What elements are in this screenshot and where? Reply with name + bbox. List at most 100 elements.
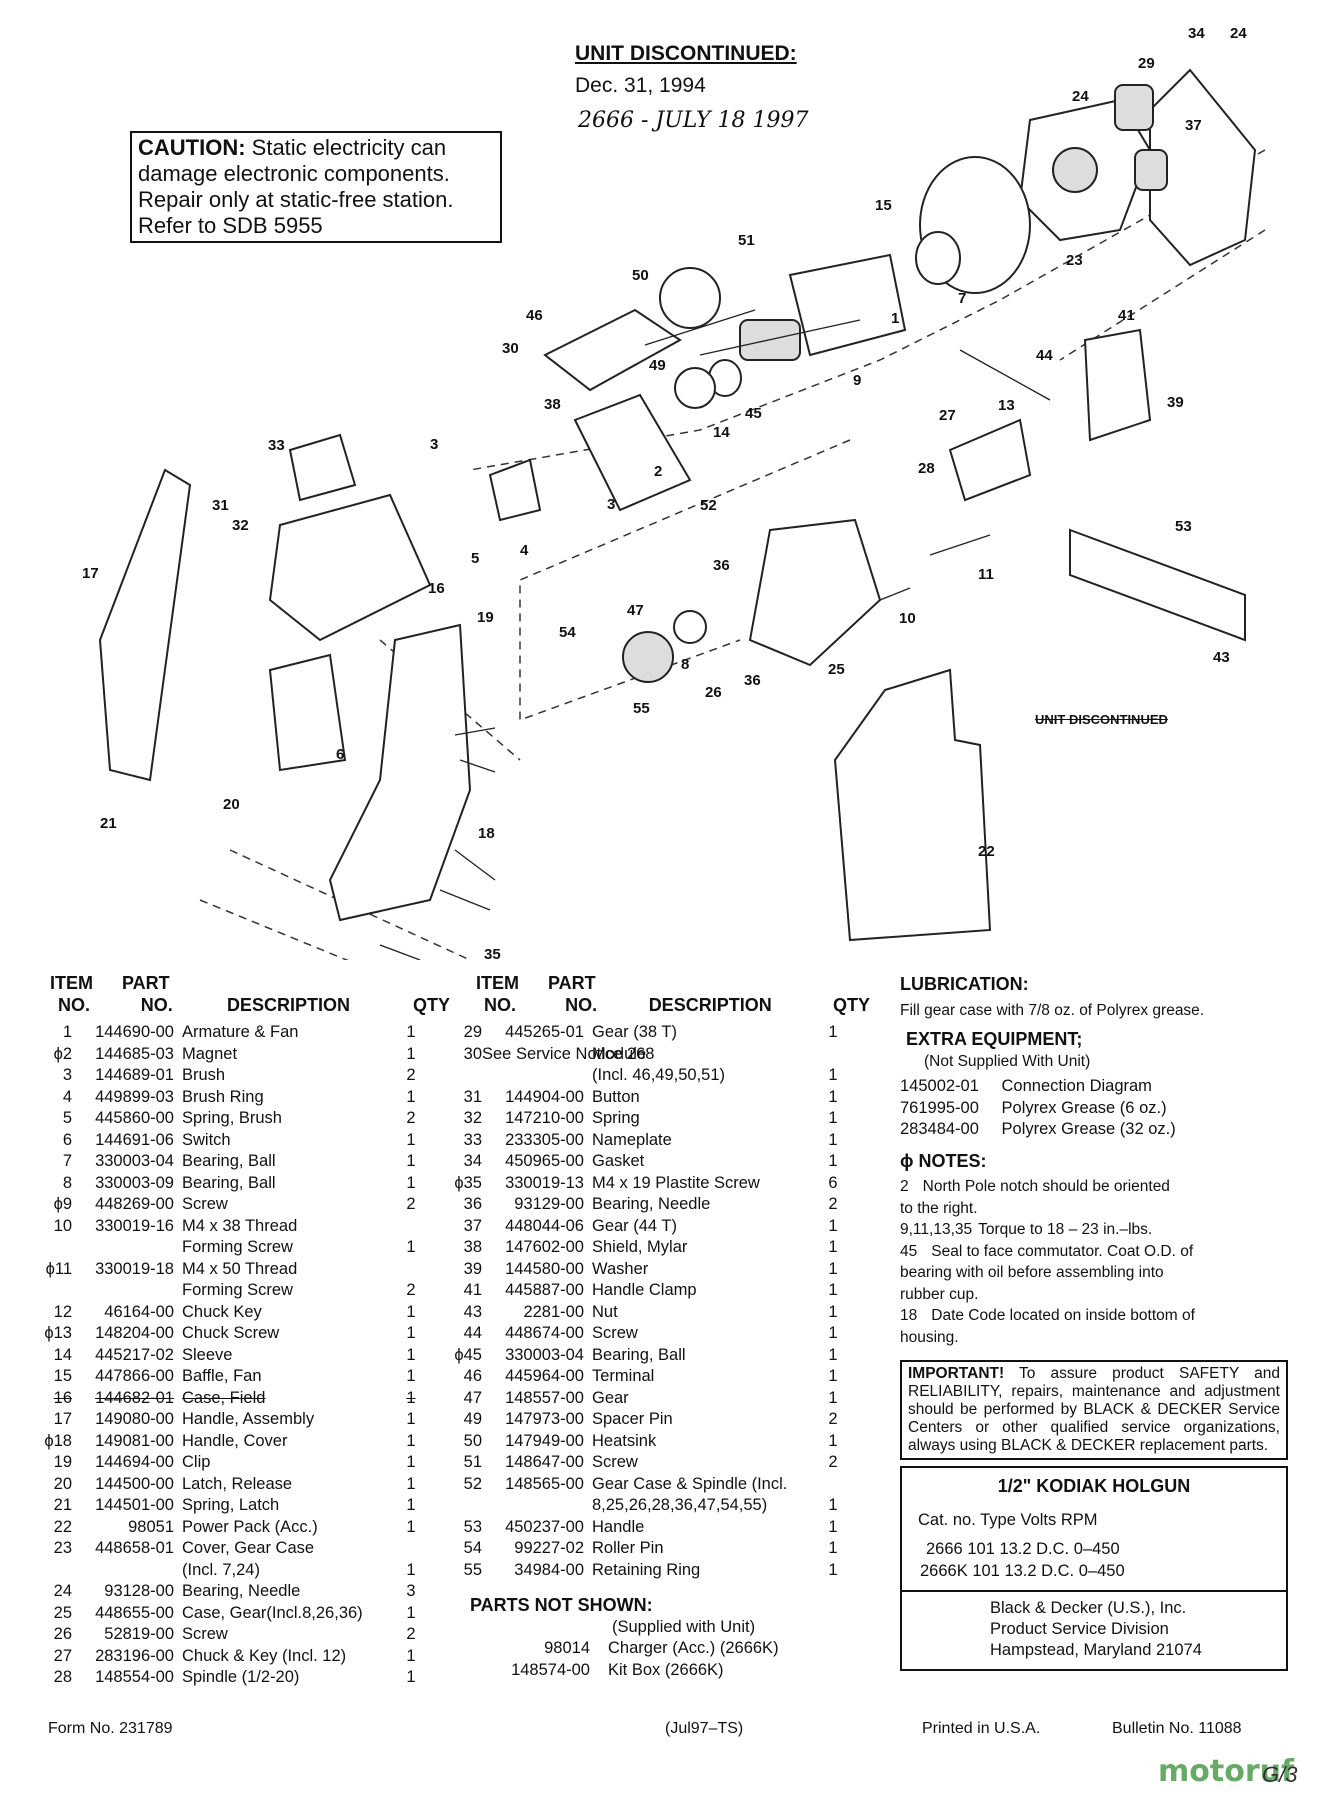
cell-item: 23	[53, 1539, 72, 1557]
cell-part: 330003-09	[95, 1173, 174, 1192]
cell-qty: 1	[406, 1474, 416, 1493]
callout-6: 6	[336, 746, 345, 763]
cell-part: 450237-00	[505, 1517, 584, 1536]
parts-not-shown-subtitle: (Supplied with Unit)	[612, 1617, 756, 1636]
cell-desc: Gasket	[592, 1152, 645, 1170]
callout-4: 4	[520, 542, 529, 559]
callout-46: 46	[526, 307, 543, 324]
cell-desc: M4 x 50 Thread	[182, 1259, 298, 1278]
cell-qty: 1	[828, 1023, 838, 1041]
cell-item: 22	[53, 1517, 72, 1536]
cell-desc: Nut	[592, 1302, 618, 1321]
gear-38t-shape	[1114, 84, 1154, 131]
cell-desc: Switch	[182, 1130, 231, 1149]
cell-part: 99227-02	[514, 1539, 584, 1557]
cell-qty: 1	[406, 1302, 416, 1321]
cell-qty: 1	[406, 1560, 416, 1579]
cell-part: 93128-00	[104, 1582, 174, 1600]
table2-header-no2: NO.	[565, 995, 598, 1015]
cell-desc: Handle	[592, 1517, 645, 1536]
cell-item	[30, 1237, 72, 1259]
cell-item: 7	[62, 1152, 72, 1170]
callout-31: 31	[212, 497, 229, 514]
cell-qty: 1	[406, 1345, 416, 1364]
cell-desc: Spacer Pin	[592, 1410, 673, 1428]
cell-qty: 1	[828, 1259, 838, 1278]
cell-part: 147973-00	[505, 1410, 584, 1428]
cell-part: 445265-01	[505, 1023, 584, 1041]
cell-part: 283196-00	[95, 1646, 174, 1665]
important-label: IMPORTANT!	[908, 1365, 1005, 1382]
cell-part: 448655-00	[95, 1603, 174, 1622]
table2-header-qty: QTY	[832, 995, 870, 1015]
switch-shape	[268, 653, 347, 772]
cell-part: 445860-00	[95, 1109, 174, 1127]
cell-item: ϕ35	[454, 1173, 482, 1192]
cell-item: 26	[53, 1625, 72, 1643]
callout-19: 19	[477, 609, 494, 626]
callout-22: 22	[978, 843, 995, 860]
cell-part	[72, 1280, 182, 1302]
cell-part: 445217-02	[95, 1345, 174, 1364]
cell-desc: Gear (38 T)	[592, 1023, 677, 1041]
cell-desc: Roller Pin	[592, 1539, 664, 1557]
cell-qty	[394, 1538, 428, 1560]
cell-desc: Nameplate	[592, 1130, 672, 1149]
right-column: LUBRICATION: Fill gear case with 7/8 oz.…	[900, 974, 1290, 1671]
cell-qty: 1	[406, 1431, 416, 1450]
page-mark: G/3	[1262, 1762, 1298, 1787]
cell-qty: 1	[828, 1388, 838, 1407]
cell-item: ϕ9	[53, 1195, 72, 1213]
cell-item: 24	[53, 1582, 72, 1600]
armature-shape	[788, 253, 907, 357]
cell-desc: Brush Ring	[182, 1087, 264, 1106]
cell-qty: 1	[828, 1130, 838, 1149]
callout-30: 30	[502, 340, 519, 357]
table2-header-desc: DESCRIPTION	[648, 995, 772, 1015]
cell-qty: 2	[406, 1109, 416, 1127]
cell-qty	[816, 1044, 850, 1066]
cell-item: ϕ11	[45, 1259, 72, 1278]
cell-qty: 1	[406, 1388, 416, 1407]
cell-part: 98051	[128, 1517, 174, 1536]
callout-9: 9	[853, 372, 862, 389]
cell-qty: 1	[828, 1560, 838, 1579]
cell-part	[72, 1237, 182, 1259]
magnet-shape	[573, 393, 692, 512]
cell-item: 6	[62, 1130, 72, 1149]
cell-desc: Spindle (1/2-20)	[182, 1668, 300, 1686]
cell-part: See Service Notice 268	[482, 1044, 655, 1063]
cell-item: 20	[53, 1474, 72, 1493]
cell-qty: 1	[406, 1130, 416, 1149]
cell-item: 16	[53, 1388, 72, 1407]
cell-qty: 1	[406, 1367, 416, 1385]
handle-assembly-shape	[98, 468, 192, 782]
cell-item: ϕ45	[454, 1345, 482, 1364]
cell-item: 33	[463, 1130, 482, 1149]
cell-qty: 1	[406, 1023, 416, 1041]
cell-item	[30, 1280, 72, 1302]
cell-desc: Terminal	[592, 1367, 655, 1385]
heatsink-shape	[659, 267, 721, 329]
cell-part: 144689-01	[95, 1066, 174, 1084]
cell-item: 5	[62, 1109, 72, 1127]
discontinued-date: Dec. 31, 1994	[575, 74, 706, 97]
cell-item: 15	[53, 1367, 72, 1385]
lubrication-title: LUBRICATION:	[900, 974, 1029, 994]
callout-32: 32	[232, 517, 249, 534]
